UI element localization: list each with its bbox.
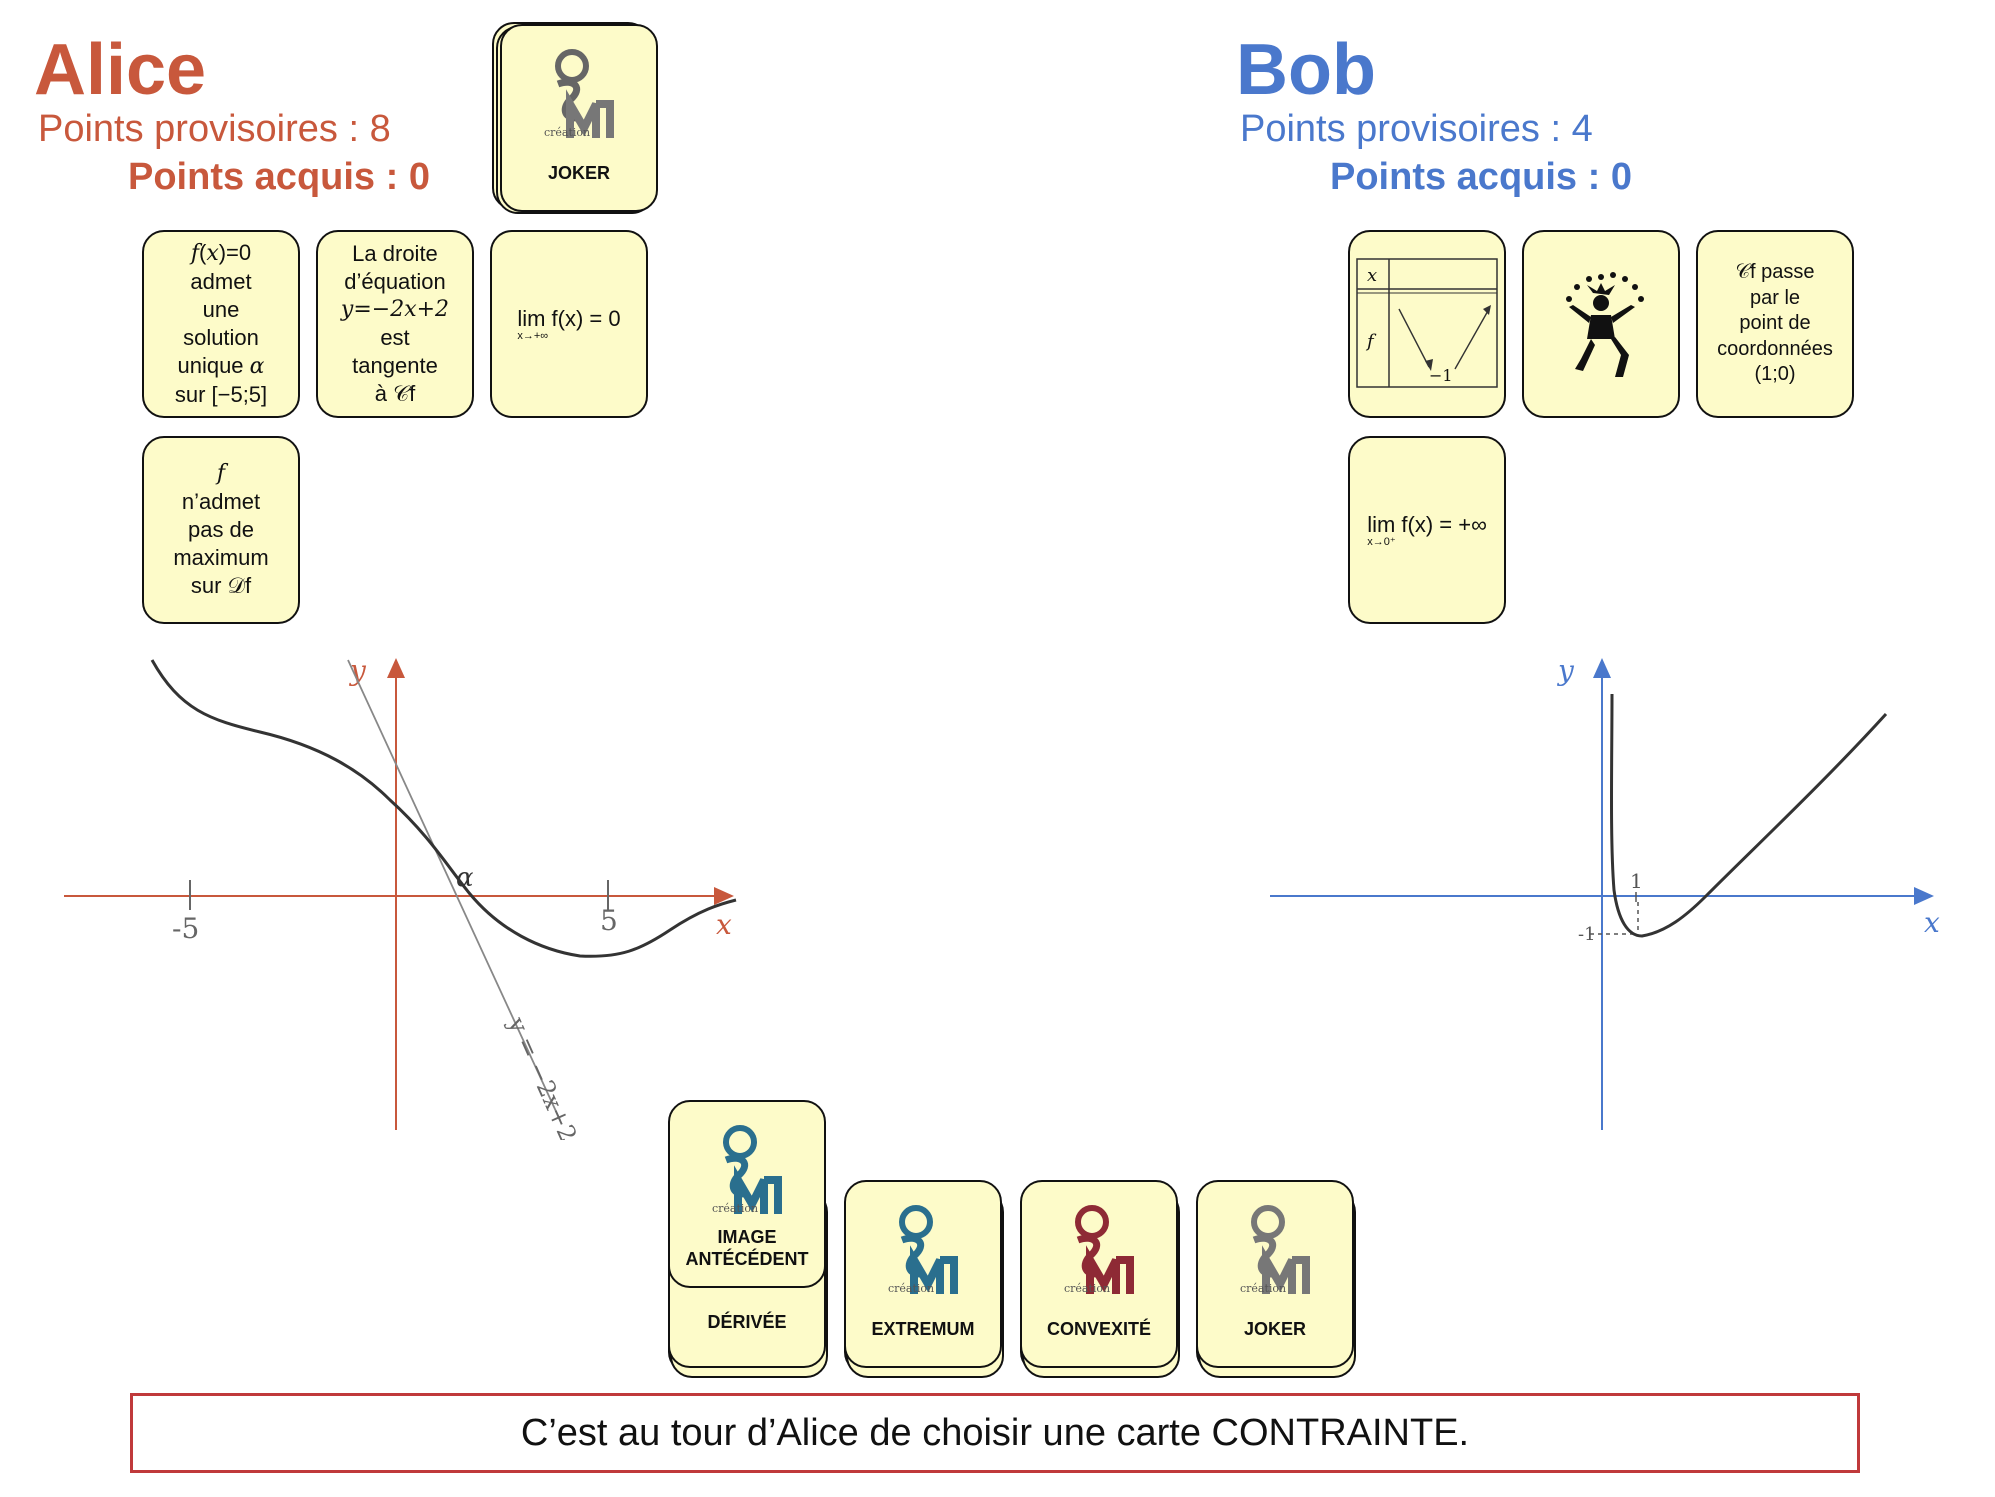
alice-card-tangente[interactable]: La droite d’équation y=−2x+2 est tangent… [316,230,474,418]
deck-convexite-label: CONVEXITÉ [1046,1319,1152,1339]
deck-derivee-image[interactable]: DÉRIVÉE création IMAGE ANTÉCÉDENT [668,1100,834,1382]
svg-text:création: création [888,1282,934,1295]
bob-card-limite-zero[interactable]: lim f(x) = +∞ x→0⁺ [1348,436,1506,624]
jester-icon [1566,272,1644,377]
deck-antecedent-label: ANTÉCÉDENT [685,1249,809,1269]
cm-logo-icon: création [1064,1205,1134,1295]
deck-extremum[interactable]: création EXTREMUM [844,1180,1010,1382]
deck-joker-label: JOKER [1243,1319,1306,1339]
cm-logo-icon: création [1240,1205,1310,1295]
alice-card-solution-unique[interactable]: f(x)=0 admet une solution unique α sur [… [142,230,300,418]
bob-tick-1: 1 [1630,869,1643,893]
deck-image-label: IMAGE [717,1227,777,1247]
alice-tangent-label: y = −2x+2 [502,1012,582,1140]
bob-axis-x-label: x [1924,906,1940,939]
alice-axis-y-label: y [348,654,367,687]
alice-provisional-points: Points provisoires : 8 [38,108,391,150]
deck-image-card[interactable]: création IMAGE ANTÉCÉDENT [668,1100,826,1288]
svg-text:−1: −1 [1429,366,1453,385]
deck-joker-card[interactable]: création JOKER [1196,1180,1354,1368]
deck-extremum-card[interactable]: création EXTREMUM [844,1180,1002,1368]
alice-axis-x-label: x [716,908,732,941]
alice-tick-minus5: -5 [172,912,199,945]
bob-card-variation-table[interactable]: x f −1 [1348,230,1506,418]
alice-graph: y x -5 5 y = −2x+2 α [64,654,737,1140]
alice-name: Alice [34,30,207,110]
status-message: C’est au tour d’Alice de choisir une car… [130,1393,1860,1473]
variation-table-icon: x f −1 [1356,258,1498,388]
alice-joker-deck[interactable]: création JOKER [492,22,662,220]
svg-text:x: x [1367,265,1377,286]
svg-text:création: création [544,126,590,139]
cm-logo-icon: création [712,1125,782,1215]
alice-tick-5: 5 [600,904,618,937]
svg-text:f: f [1365,331,1377,352]
alice-alpha-label: α [456,863,474,893]
svg-text:création: création [712,1202,758,1215]
bob-tick-minus1: -1 [1578,924,1596,945]
cm-logo-icon: création [544,49,614,139]
svg-text:création: création [1240,1282,1286,1295]
bob-provisional-points: Points provisoires : 4 [1240,108,1593,150]
deck-extremum-label: EXTREMUM [871,1319,975,1339]
deck-convexite-card[interactable]: création CONVEXITÉ [1020,1180,1178,1368]
alice-acquired-points: Points acquis : 0 [128,156,430,198]
alice-curve [150,659,737,958]
bob-graph: y x 1 -1 [1270,654,1940,1130]
alice-joker-card[interactable]: création JOKER [500,24,658,212]
bob-acquired-points: Points acquis : 0 [1330,156,1632,198]
bob-axis-y-label: y [1556,654,1575,687]
bob-card-point[interactable]: 𝒞f passe par le point de coordonnées (1;… [1696,230,1854,418]
alice-card-pas-de-maximum[interactable]: f n’admet pas de maximum sur 𝒟f [142,436,300,624]
svg-text:création: création [1064,1282,1110,1295]
deck-joker[interactable]: création JOKER [1196,1180,1362,1382]
bob-curve [1610,693,1888,938]
alice-card-limite-infini[interactable]: lim f(x) = 0 x→+∞ [490,230,648,418]
alice-joker-label: JOKER [547,163,610,183]
bob-name: Bob [1236,30,1376,110]
deck-convexite[interactable]: création CONVEXITÉ [1020,1180,1186,1382]
deck-derivee-label: DÉRIVÉE [707,1311,787,1332]
bob-card-jester[interactable] [1522,230,1680,418]
cm-logo-icon: création [888,1205,958,1295]
